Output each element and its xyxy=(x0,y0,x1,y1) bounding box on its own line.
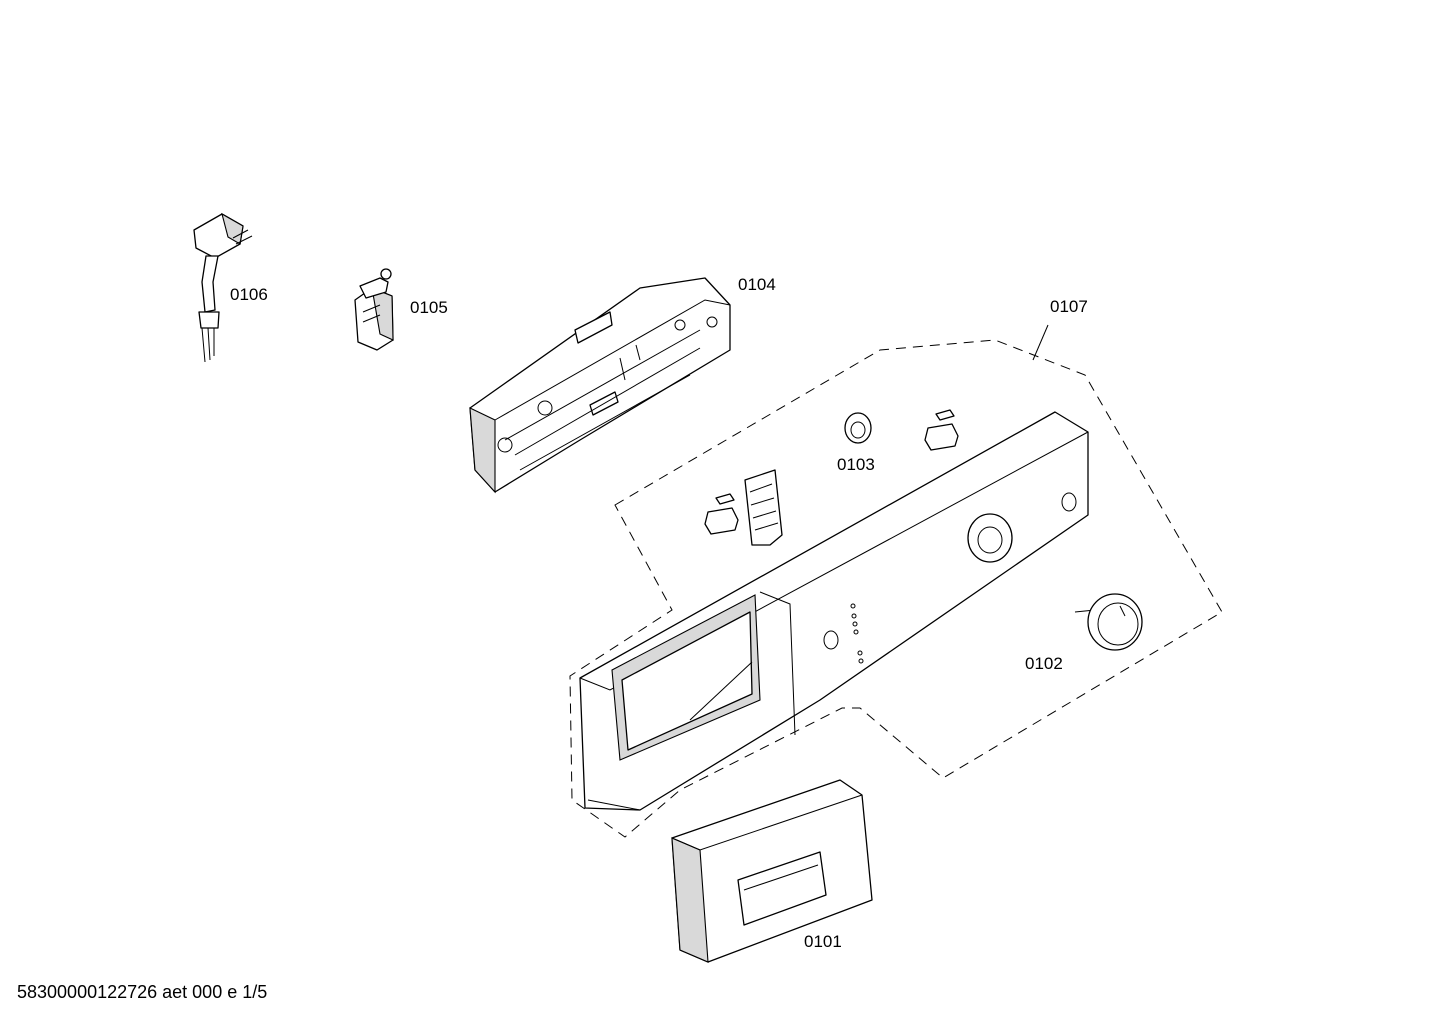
small-parts-0103 xyxy=(704,409,959,546)
callout-0103: 0103 xyxy=(837,455,875,474)
drawing-reference: 58300000122726 aet 000 e 1/5 xyxy=(17,982,268,1002)
leader-0107 xyxy=(1032,324,1049,361)
drawer-handle-0101 xyxy=(671,779,873,963)
connector-0105 xyxy=(354,268,394,351)
electronic-module-0104 xyxy=(469,277,731,494)
control-panel-0107 xyxy=(579,411,1089,811)
callout-0104: 0104 xyxy=(738,275,776,294)
power-cord-0106 xyxy=(193,212,253,363)
callout-0105: 0105 xyxy=(410,298,448,317)
callout-0101: 0101 xyxy=(804,932,842,951)
callout-0106: 0106 xyxy=(230,285,268,304)
selector-knob-0102 xyxy=(1074,593,1143,651)
callout-0107: 0107 xyxy=(1050,297,1088,316)
callout-0102: 0102 xyxy=(1025,654,1063,673)
